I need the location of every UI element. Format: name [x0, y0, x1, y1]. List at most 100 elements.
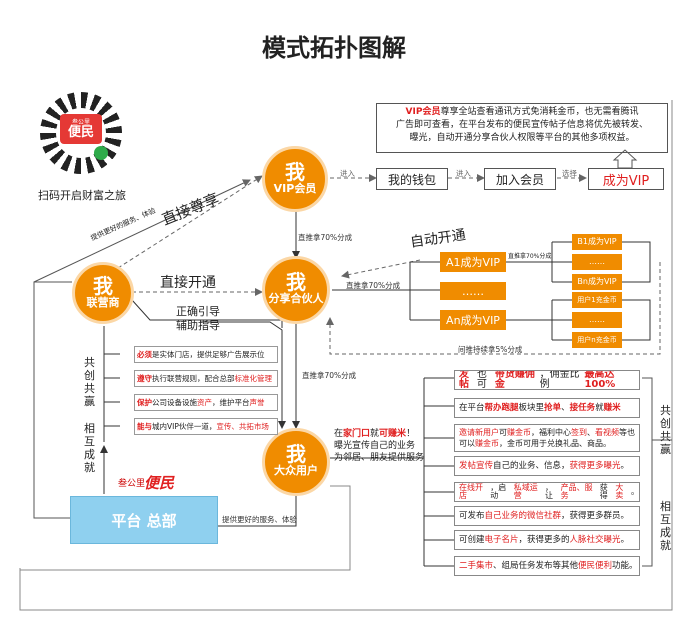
item7-b: 电子名片 [484, 534, 519, 545]
item1-e: 最高达100% [584, 370, 616, 390]
a-dots-box[interactable]: …… [440, 282, 506, 300]
public-note-a: 在 [334, 429, 344, 439]
item2-h: 赚米 [603, 402, 621, 413]
vip-note-line2: 广告即可查看，在平台发布的便民宣传帖子信息将优先被转发、 [395, 120, 648, 130]
bottom-loop-line [20, 485, 351, 571]
rule-item-3: 保护公司设备设施资产，维护平台声誉 [134, 394, 278, 411]
item2-e: 、 [561, 402, 570, 413]
an-vip-box[interactable]: An成为VIP [440, 310, 506, 330]
recommend-partner-label: 直推拿70%分成 [346, 281, 401, 290]
vip-member-node[interactable]: 我 VIP会员 [262, 146, 328, 212]
guide-label-2: 辅助指导 [176, 319, 220, 332]
enter-label-1: 进入 [340, 169, 355, 178]
outer-frame-line [19, 100, 673, 611]
item3-j: ，金币可用于兑换礼品、商品。 [499, 439, 611, 448]
item-errands: 在平台帮办跑腿板块里抢单、接任务就赚米 [454, 398, 640, 418]
rule-3-b: 公司设备设施 [152, 397, 197, 407]
rule-4-b: 城内VIP伙伴一道， [152, 421, 217, 431]
public-note-line3: 为邻居、朋友提供服务 [334, 453, 425, 463]
item5-h: 。 [631, 487, 639, 496]
item3-f: 、 [587, 428, 595, 437]
public-note-b: 家门口 [343, 429, 371, 439]
item5-c: 私域运营 [513, 483, 538, 500]
public-node-label: 大众用户 [274, 464, 318, 477]
item2-g: 就 [595, 402, 604, 413]
platform-logo: 便民 [144, 474, 175, 492]
item8-d: 功能。 [612, 560, 638, 571]
platform-left-line [33, 281, 72, 519]
platform-hq-box[interactable]: 平台 总部 [70, 496, 218, 544]
rule-item-2: 遵守执行联营规则，配合总部标准化管理 [134, 370, 278, 387]
vip-node-big: 我 [285, 160, 305, 184]
guide-label-1: 正确引导 [176, 305, 220, 318]
co-create-left: 共创共赢 [84, 356, 95, 408]
item-invite: 邀请新用户可赚金币，福利中心签到、看视频等也可以赚金币，金币可用于兑换礼品、商品… [454, 424, 640, 452]
item3-h: 等也可以 [459, 428, 635, 448]
item8-c: 便民便利 [578, 560, 613, 571]
item2-a: 在平台 [459, 402, 485, 413]
co-create-right: 共创共赢 [660, 404, 671, 456]
user-dots-box[interactable]: …… [572, 312, 622, 328]
item3-a: 邀请新用户 [459, 428, 499, 437]
item5-b: ，启动 [490, 483, 507, 500]
user1-recharge-box[interactable]: 用户1充金币 [572, 292, 622, 308]
item8-b: 、组局任务发布等其他 [493, 560, 579, 571]
recommend-a1-label: 直推拿70%分成 [508, 253, 552, 260]
item5-g: 大卖 [615, 483, 624, 500]
item5-a: 在线开店 [459, 483, 483, 500]
item2-f: 接任务 [569, 402, 596, 413]
item4-c: 获得更多曝光 [569, 460, 621, 471]
item3-i: 赚金币 [475, 439, 499, 448]
vip-note-line3: 曝光，自动开通分享合伙人权限等平台的其他多项权益。 [409, 133, 635, 143]
item7-c: ，获得更多的 [518, 534, 570, 545]
bn-vip-box[interactable]: Bn成为VIP [572, 274, 622, 290]
up-arrow [612, 149, 638, 169]
item-secondhand: 二手集市、组局任务发布等其他便民便利功能。 [454, 556, 640, 576]
rule-3-e: 声誉 [249, 397, 265, 407]
my-wallet-box[interactable]: 我的钱包 [376, 168, 448, 190]
enter-label-2: 进入 [456, 169, 471, 178]
qr-code: 叁公里 便民 [40, 92, 122, 174]
rule-2-a: 遵守 [137, 373, 152, 383]
item-promote: 发帖宣传自己的业务、信息，获得更多曝光。 [454, 456, 640, 476]
public-user-node[interactable]: 我 大众用户 [262, 428, 330, 496]
b-dots-box[interactable]: …… [572, 254, 622, 270]
item-wechat-group: 可发布自己业务的微信社群，获得更多群员。 [454, 506, 640, 526]
public-node-big: 我 [286, 442, 306, 466]
item1-a: 发帖 [459, 370, 469, 390]
qr-caption: 扫码开启财富之旅 [38, 189, 126, 202]
item3-c: 赚金币 [507, 428, 531, 437]
public-note-c: 就 [370, 429, 380, 439]
vip-note-box: VIP会员尊享全站查看通讯方式免消耗金币，也无需看腾讯 广告即可查看，在平台发布… [376, 103, 668, 153]
item4-a: 发帖宣传 [459, 460, 494, 471]
become-vip-box[interactable]: 成为VIP [588, 168, 664, 190]
qr-brand: 便民 [67, 124, 94, 140]
item4-d: 。 [620, 460, 630, 471]
join-member-box[interactable]: 加入会员 [484, 168, 556, 190]
mini-program-icon [94, 146, 108, 160]
public-note-line2: 曝光宣传自己的业务 [334, 441, 416, 451]
indirect-label: 间推持续拿5%分成 [458, 345, 523, 354]
item5-f: 获得 [599, 483, 608, 500]
a1-vip-box[interactable]: A1成为VIP [440, 252, 506, 272]
operator-node[interactable]: 我 联营商 [72, 262, 134, 324]
item3-g: 看视频 [595, 428, 619, 437]
vip-node-label: VIP会员 [273, 182, 317, 195]
platform-logo-small: 叁公里 [118, 479, 146, 489]
rule-4-a: 能与 [137, 421, 152, 431]
rule-4-c: 宣传、共拓市场 [216, 421, 269, 431]
auto-open-line [341, 259, 421, 279]
item-commission: 发帖也可带货赚佣金，佣金比例最高达100% [454, 370, 640, 390]
rule-1-a: 必须 [137, 349, 152, 359]
b1-vip-box[interactable]: B1成为VIP [572, 234, 622, 250]
partner-node-label: 分享合伙人 [268, 292, 324, 305]
item-shop: 在线开店，启动私域运营，让产品、服务获得大卖。 [454, 482, 640, 502]
indirect-line [326, 262, 661, 355]
share-partner-node[interactable]: 我 分享合伙人 [262, 256, 330, 324]
usern-recharge-box[interactable]: 用户n充金币 [572, 332, 622, 348]
better-service-bottom-label: 提供更好的服务、体验 [222, 515, 297, 524]
rule-item-1: 必须是实体门店，提供足够广告展示位 [134, 346, 278, 363]
item1-c: 带货赚佣金 [494, 370, 535, 390]
